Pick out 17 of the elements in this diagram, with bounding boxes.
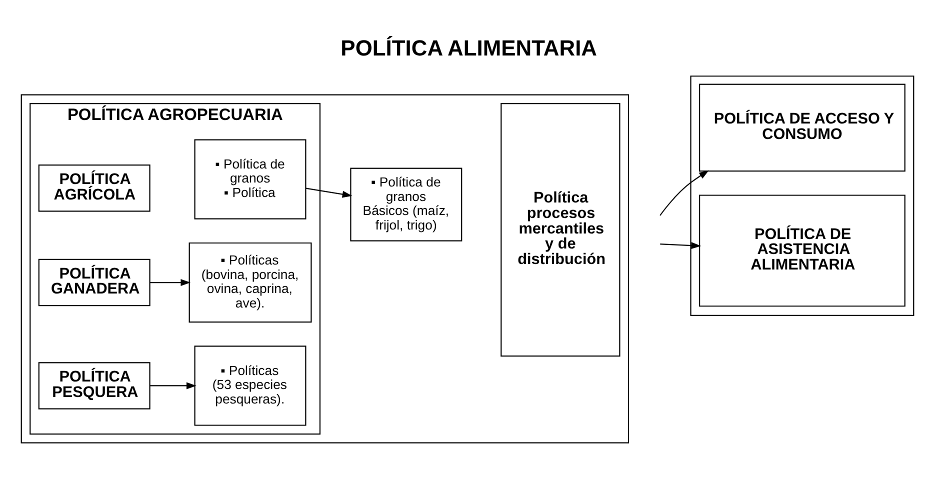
arrow [150,382,196,389]
node-box: ▪ Políticas (53 especies pesqueras). [194,345,306,426]
node-box: ▪ Política de granos Básicos (maíz, frijol, trigo) [350,167,462,241]
cluster [20,94,630,443]
node-box: POLÍTICA AGRÍCOLA [38,164,150,212]
node-box: POLÍTICA PESQUERA [38,362,150,409]
node-box: Política procesos mercantiles y de distribución [500,102,620,356]
node-box: POLÍTICA DE ACCESO Y CONSUMO [699,83,906,172]
diagram-title: POLÍTICA ALIMENTARIA [340,34,598,60]
node-box: POLÍTICA DE ASISTENCIA ALIMENTARIA [699,194,906,306]
arrow [306,187,352,198]
arrow [660,170,709,216]
arrow [660,242,702,249]
node-box: ▪ Política de granos ▪ Política [194,138,306,219]
arrow [150,278,191,286]
node-box: ▪ Políticas (bovina, porcina, ovina, caprina, ave). [188,242,312,322]
node-box: POLÍTICA GANADERA [38,258,150,306]
